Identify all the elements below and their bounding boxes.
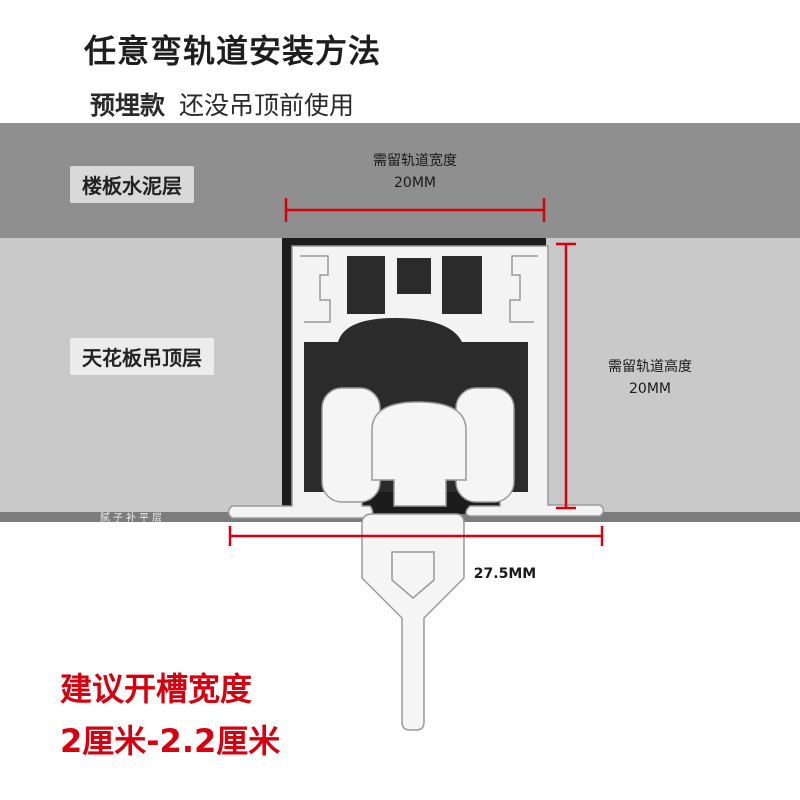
subtitle: 预埋款还没吊顶前使用 — [90, 86, 354, 122]
height-dimension-value: 20MM — [629, 381, 671, 397]
hook-ring — [391, 551, 435, 599]
concrete-layer-label: 楼板水泥层 — [70, 166, 194, 203]
upper-slot-center — [397, 258, 431, 294]
height-dimension-label: 需留轨道高度 — [608, 359, 692, 375]
roller-body — [371, 401, 467, 507]
span-dimension-value: 27.5MM — [473, 566, 537, 582]
recommendation-title: 建议开槽宽度 — [60, 670, 253, 708]
subtitle-rest: 还没吊顶前使用 — [179, 91, 355, 120]
side-slot-right — [509, 255, 538, 323]
width-dimension-text: 需留轨道宽度 20MM — [330, 150, 500, 194]
width-dimension-label: 需留轨道宽度 — [373, 153, 457, 169]
subtitle-strong: 预埋款 — [90, 91, 166, 120]
width-dimension-value: 20MM — [394, 175, 436, 191]
dimension-lines — [228, 198, 604, 546]
hook-hanger — [361, 513, 465, 731]
side-slot-left — [300, 255, 331, 323]
putty-layer-label: 腻子补平层 — [100, 513, 165, 524]
recommendation-value: 2厘米-2.2厘米 — [60, 722, 281, 760]
upper-slot-left — [347, 256, 385, 314]
upper-slot-right — [442, 256, 482, 314]
page-title: 任意弯轨道安装方法 — [84, 32, 382, 70]
ceiling-layer-label: 天花板吊顶层 — [70, 338, 214, 375]
height-dimension-text: 需留轨道高度 20MM — [580, 356, 720, 400]
